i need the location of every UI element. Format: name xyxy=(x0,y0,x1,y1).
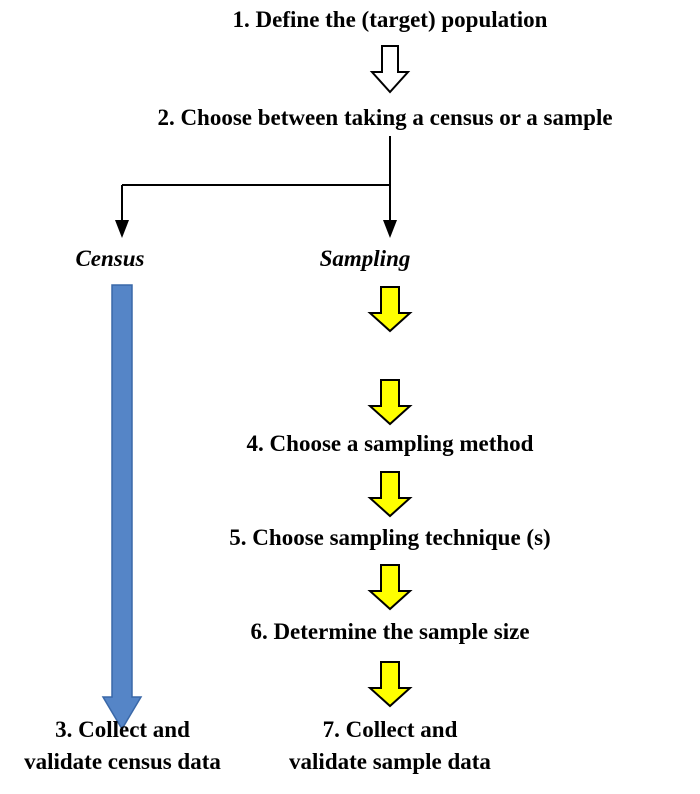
step3-label-line1: 3. Collect and xyxy=(55,717,190,742)
step5-label: 5. Choose sampling technique (s) xyxy=(229,525,551,550)
sampling-branch-label: Sampling xyxy=(319,246,411,271)
sampling-arrow-5-icon xyxy=(367,661,413,708)
sampling-arrow-2-icon xyxy=(367,379,413,426)
step1-label: 1. Define the (target) population xyxy=(232,7,548,32)
sampling-arrow-1-icon xyxy=(367,286,413,333)
step1-to-step2-block-arrow-icon xyxy=(369,45,411,94)
step4-label: 4. Choose a sampling method xyxy=(246,431,534,456)
branch-connector-line xyxy=(121,136,391,226)
census-branch-arrowhead-icon xyxy=(115,220,129,238)
census-branch-label: Census xyxy=(75,246,145,271)
step3-label: 3. Collect and validate census data xyxy=(0,714,245,778)
step6-label: 6. Determine the sample size xyxy=(250,619,530,644)
step7-label-line1: 7. Collect and xyxy=(322,717,458,742)
step2-label: 2. Choose between taking a census or a s… xyxy=(157,105,613,130)
census-flow-arrow-icon xyxy=(101,284,143,731)
step7-label-line2: validate sample data xyxy=(289,749,491,774)
sampling-arrow-4-icon xyxy=(367,564,413,611)
sampling-arrow-3-icon xyxy=(367,471,413,518)
step7-label: 7. Collect and validate sample data xyxy=(240,714,540,778)
step3-label-line2: validate census data xyxy=(24,749,221,774)
sampling-branch-arrowhead-icon xyxy=(383,220,397,238)
